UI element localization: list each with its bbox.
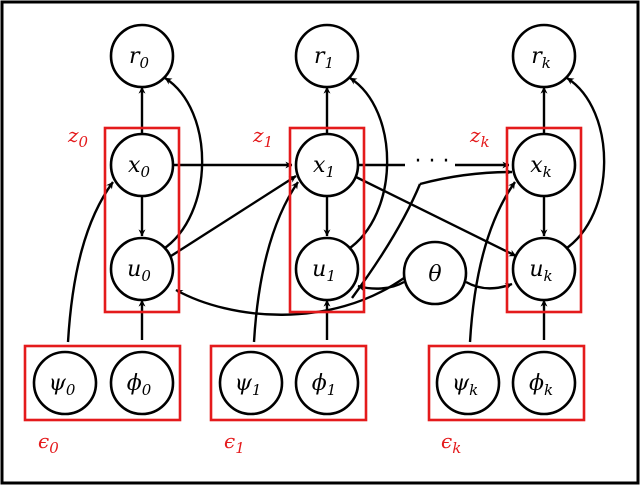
node-x0: x0 bbox=[109, 132, 175, 198]
svg-text:ψ0: ψ0 bbox=[49, 371, 76, 399]
node-psi0: ψ0 bbox=[32, 350, 98, 416]
edge-psi0-x0 bbox=[66, 181, 114, 343]
svg-text:u0: u0 bbox=[127, 257, 151, 285]
node-u0: u0 bbox=[109, 236, 175, 302]
svg-text:u1: u1 bbox=[312, 257, 336, 285]
plate-label-epsk: ϵk bbox=[441, 429, 461, 457]
node-phi1: ϕ1 bbox=[294, 350, 360, 416]
edge-theta-u0 bbox=[175, 277, 405, 316]
node-psi1: ψ1 bbox=[218, 350, 284, 416]
ellipsis-label: · · · bbox=[415, 149, 450, 174]
plates bbox=[23, 126, 586, 422]
plate-label-z0: z0 bbox=[67, 123, 89, 151]
svg-text:r0: r0 bbox=[129, 44, 150, 72]
plate-zk bbox=[505, 126, 583, 314]
svg-text:x0: x0 bbox=[128, 153, 150, 181]
svg-text:ϕ0: ϕ0 bbox=[127, 371, 152, 399]
node-uk: uk bbox=[511, 236, 577, 302]
svg-text:ϕk: ϕk bbox=[529, 371, 553, 399]
node-r0: r0 bbox=[109, 23, 175, 89]
node-phi0: ϕ0 bbox=[109, 350, 175, 416]
plate-epsk bbox=[427, 344, 586, 422]
nodes: r0 x0 u0 r1 x1 u1 rk xk bbox=[32, 23, 577, 416]
edge-psi1-x1 bbox=[252, 181, 299, 343]
node-r1: r1 bbox=[294, 23, 360, 89]
edge-prev-xk bbox=[419, 168, 513, 186]
svg-text:x1: x1 bbox=[313, 153, 335, 181]
plate-eps1 bbox=[209, 344, 368, 422]
plate-label-eps1: ϵ1 bbox=[224, 429, 245, 457]
node-rk: rk bbox=[511, 23, 577, 89]
plate-label-z1: z1 bbox=[252, 123, 273, 151]
svg-text:ψ1: ψ1 bbox=[235, 371, 262, 399]
edge-x1-uk bbox=[355, 175, 517, 258]
edge-theta-uk bbox=[465, 280, 513, 290]
plate-z1 bbox=[288, 126, 366, 314]
svg-text:xk: xk bbox=[530, 153, 552, 181]
edge-theta-u1 bbox=[357, 280, 405, 292]
svg-text:rk: rk bbox=[531, 44, 551, 72]
node-xk: xk bbox=[511, 132, 577, 198]
node-theta: θ bbox=[402, 240, 468, 306]
svg-text:ψk: ψk bbox=[452, 371, 478, 399]
svg-text:ϕ1: ϕ1 bbox=[312, 371, 337, 399]
plate-labels: z0 z1 zk ϵ0 ϵ1 ϵk bbox=[38, 123, 490, 457]
plate-z0 bbox=[103, 126, 181, 314]
node-u1: u1 bbox=[294, 236, 360, 302]
plate-label-eps0: ϵ0 bbox=[38, 429, 59, 457]
plate-label-zk: zk bbox=[469, 123, 490, 151]
node-psik: ψk bbox=[435, 350, 501, 416]
node-phik: ϕk bbox=[511, 350, 577, 416]
svg-text:uk: uk bbox=[529, 257, 552, 285]
svg-text:θ: θ bbox=[428, 262, 441, 287]
plate-eps0 bbox=[23, 344, 182, 422]
node-x1: x1 bbox=[294, 132, 360, 198]
edges bbox=[66, 76, 606, 343]
svg-text:r1: r1 bbox=[314, 44, 334, 72]
edge-u0-x1 bbox=[170, 174, 297, 258]
